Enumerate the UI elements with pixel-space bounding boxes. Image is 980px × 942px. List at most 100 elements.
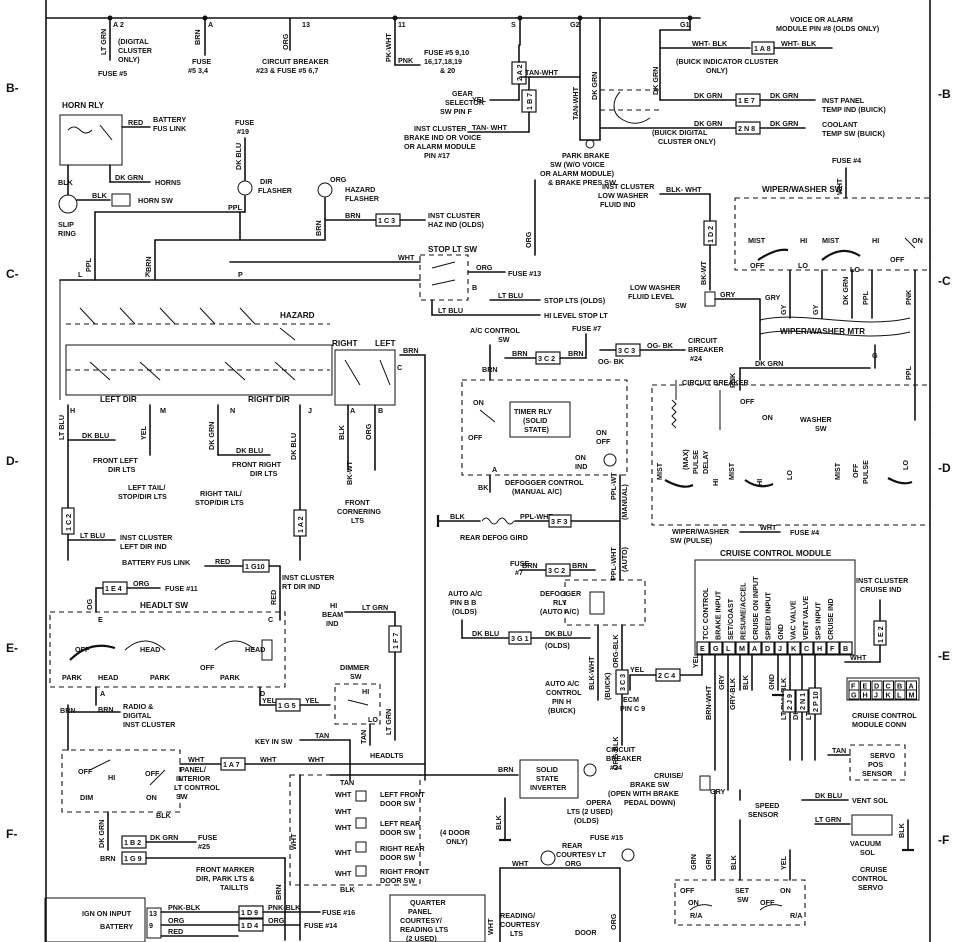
- cruise-input-9: SPS INPUT: [814, 601, 823, 640]
- zone-markers: B- C- D- E- F- -B -C -D -E -F: [6, 81, 951, 847]
- svg-text:E: E: [98, 615, 103, 624]
- svg-text:BRN: BRN: [572, 561, 588, 570]
- defogger-control: DEFOGGER CONTROL: [505, 478, 584, 487]
- fuse-4-top: FUSE #4: [832, 156, 861, 165]
- fuse-16: FUSE #16: [322, 908, 355, 917]
- svg-text:#24: #24: [610, 763, 622, 772]
- battery-fus-link: BATTERY: [153, 115, 186, 124]
- hazard-flasher: HAZARD: [345, 185, 375, 194]
- svg-text:WHT: WHT: [188, 755, 205, 764]
- conn-1b7: 1 B 7: [525, 93, 534, 110]
- svg-text:TAN- WHT: TAN- WHT: [472, 123, 508, 132]
- cruise-module: CRUISE CONTROL MODULE: [720, 549, 832, 558]
- conn-2a2: 2 A 2: [515, 64, 524, 81]
- wiper-washer-sw: WIPER/WASHER SW: [762, 185, 843, 194]
- conn-1g5: 1 G 5: [278, 701, 296, 710]
- conn-row2-cell-2: [871, 689, 883, 700]
- ecm-pin: ECM: [623, 695, 639, 704]
- svg-text:OG- BK: OG- BK: [647, 341, 674, 350]
- svg-text:RT DIR IND: RT DIR IND: [282, 582, 320, 591]
- svg-text:WHT: WHT: [335, 823, 352, 832]
- svg-text:BRN: BRN: [100, 854, 116, 863]
- svg-text:PPL: PPL: [84, 257, 93, 272]
- svg-text:HI: HI: [872, 236, 879, 245]
- svg-text:YEL: YEL: [139, 425, 148, 440]
- svg-text:WHT- BLK: WHT- BLK: [781, 39, 817, 48]
- wiper-washer-pulse: WIPER/WASHER: [672, 527, 730, 536]
- svg-text:MIST: MIST: [833, 462, 842, 480]
- svg-text:WHT: WHT: [486, 918, 495, 935]
- svg-text:PIN C 9: PIN C 9: [620, 704, 645, 713]
- svg-text:PPL-WHT: PPL-WHT: [520, 512, 553, 521]
- svg-text:MIST: MIST: [655, 462, 664, 480]
- cruise-input-1: BRAKE INPUT: [714, 590, 723, 640]
- svg-text:OR ALARM MODULE: OR ALARM MODULE: [404, 142, 476, 151]
- svg-text:ONLY): ONLY): [118, 55, 140, 64]
- svg-text:ON: ON: [473, 398, 484, 407]
- svg-text:RING: RING: [58, 229, 76, 238]
- ac-control: A/C CONTROL: [470, 326, 521, 335]
- quarter-panel: QUARTER: [410, 898, 446, 907]
- cruise-pin-box-5: [761, 641, 775, 655]
- svg-text:TAN-WHT: TAN-WHT: [525, 68, 559, 77]
- headlts: HEADLTS: [370, 751, 404, 760]
- svg-text:G2: G2: [570, 20, 580, 29]
- svg-text:BRN: BRN: [193, 29, 202, 45]
- svg-text:LEFT DIR IND: LEFT DIR IND: [120, 542, 167, 551]
- conn-row1-label-3: C: [886, 682, 891, 691]
- svg-text:#7: #7: [515, 568, 523, 577]
- cruise-input-2: SET/COAST: [726, 598, 735, 640]
- svg-text:WHT: WHT: [308, 755, 325, 764]
- conn-1b2: 1 B 2: [124, 838, 141, 847]
- svg-text:ORG: ORG: [330, 175, 347, 184]
- conn-3c2: 3 C 2: [538, 354, 555, 363]
- svg-text:BLK: BLK: [337, 424, 346, 440]
- svg-text:FLASHER: FLASHER: [345, 194, 380, 203]
- wiper-section: FUSE #4 WHT INST CLUSTER LOW WASHER FLUI…: [598, 156, 931, 545]
- horns: HORNS: [155, 178, 181, 187]
- svg-text:GRY: GRY: [717, 674, 726, 690]
- svg-text:OFF: OFF: [468, 433, 483, 442]
- conn-row1-label-1: E: [863, 682, 868, 691]
- set-sw: SET: [735, 886, 750, 895]
- svg-text:BK-WT: BK-WT: [345, 460, 354, 485]
- svg-text:BREAKER: BREAKER: [606, 754, 642, 763]
- timer-rly: TIMER RLY: [514, 407, 552, 416]
- right-rear-door: RIGHT REAR: [380, 844, 426, 853]
- svg-text:DK GRN: DK GRN: [694, 91, 722, 100]
- svg-text:PULSE: PULSE: [861, 460, 870, 484]
- svg-text:DELAY: DELAY: [701, 450, 710, 474]
- svg-text:RLY: RLY: [553, 598, 567, 607]
- left-tail: LEFT TAIL/: [128, 483, 165, 492]
- svg-text:SELECTOR: SELECTOR: [445, 98, 485, 107]
- solid-state-inverter: SOLID: [536, 765, 558, 774]
- fuse-19: FUSE: [235, 118, 254, 127]
- svg-text:OFF: OFF: [78, 767, 93, 776]
- ign-on-input: IGN ON INPUT: [82, 909, 132, 918]
- svg-text:BK: BK: [478, 483, 489, 492]
- svg-text:YEL: YEL: [305, 696, 320, 705]
- svg-text:(BUICK): (BUICK): [548, 706, 576, 715]
- svg-text:OFF: OFF: [200, 663, 215, 672]
- left-label-sw: LEFT: [375, 339, 395, 348]
- svg-text:13: 13: [149, 909, 157, 918]
- svg-text:DIR, PARK LTS &: DIR, PARK LTS &: [196, 874, 254, 883]
- svg-text:BRN: BRN: [274, 884, 283, 900]
- svg-text:GY: GY: [779, 304, 788, 315]
- svg-text:DK GRN: DK GRN: [694, 119, 722, 128]
- svg-text:RED: RED: [269, 590, 278, 605]
- svg-text:DK GRN: DK GRN: [841, 277, 850, 305]
- circuit-breaker-23: CIRCUIT BREAKER: [262, 57, 329, 66]
- headlight-section: BATTERY FUS LINK RED 1 G10 RED 1 E 4 ORG…: [49, 557, 404, 760]
- svg-text:ORG: ORG: [364, 423, 373, 440]
- svg-text:BLK: BLK: [58, 178, 74, 187]
- svg-text:BLK: BLK: [92, 191, 108, 200]
- left-front-door: LEFT FRONT: [380, 790, 425, 799]
- svg-text:LTS: LTS: [351, 516, 364, 525]
- svg-text:OG- BK: OG- BK: [598, 357, 625, 366]
- svg-text:STOP/DIR LTS: STOP/DIR LTS: [118, 492, 167, 501]
- cb-24-bottom: CIRCUIT: [606, 745, 636, 754]
- svg-text:ON: ON: [575, 453, 586, 462]
- svg-text:(MAX): (MAX): [681, 449, 690, 470]
